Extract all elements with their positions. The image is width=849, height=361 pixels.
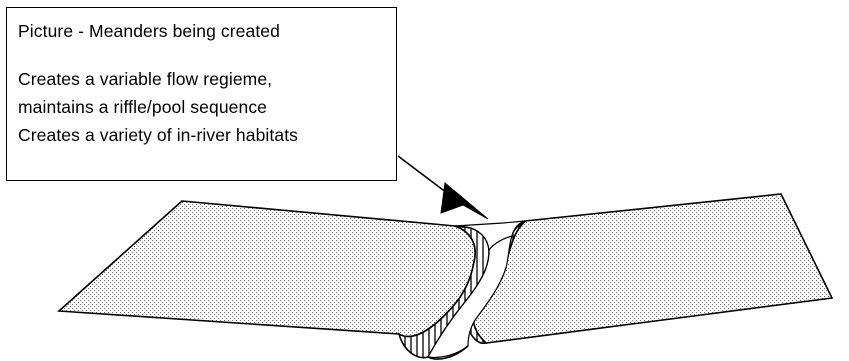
callout-title: Picture - Meanders being created — [18, 17, 396, 45]
left-bank-floodplain — [59, 201, 475, 337]
pointer-arrowhead — [441, 183, 488, 219]
callout-line-1: Creates a variable flow regieme, — [18, 65, 396, 93]
callout-spacer — [18, 45, 396, 65]
callout-line-2: maintains a riffle/pool sequence — [18, 93, 396, 121]
callout-box: Picture - Meanders being created Creates… — [6, 7, 397, 181]
callout-line-3: Creates a variety of in-river habitats — [18, 121, 396, 149]
right-bank-floodplain — [473, 194, 832, 343]
